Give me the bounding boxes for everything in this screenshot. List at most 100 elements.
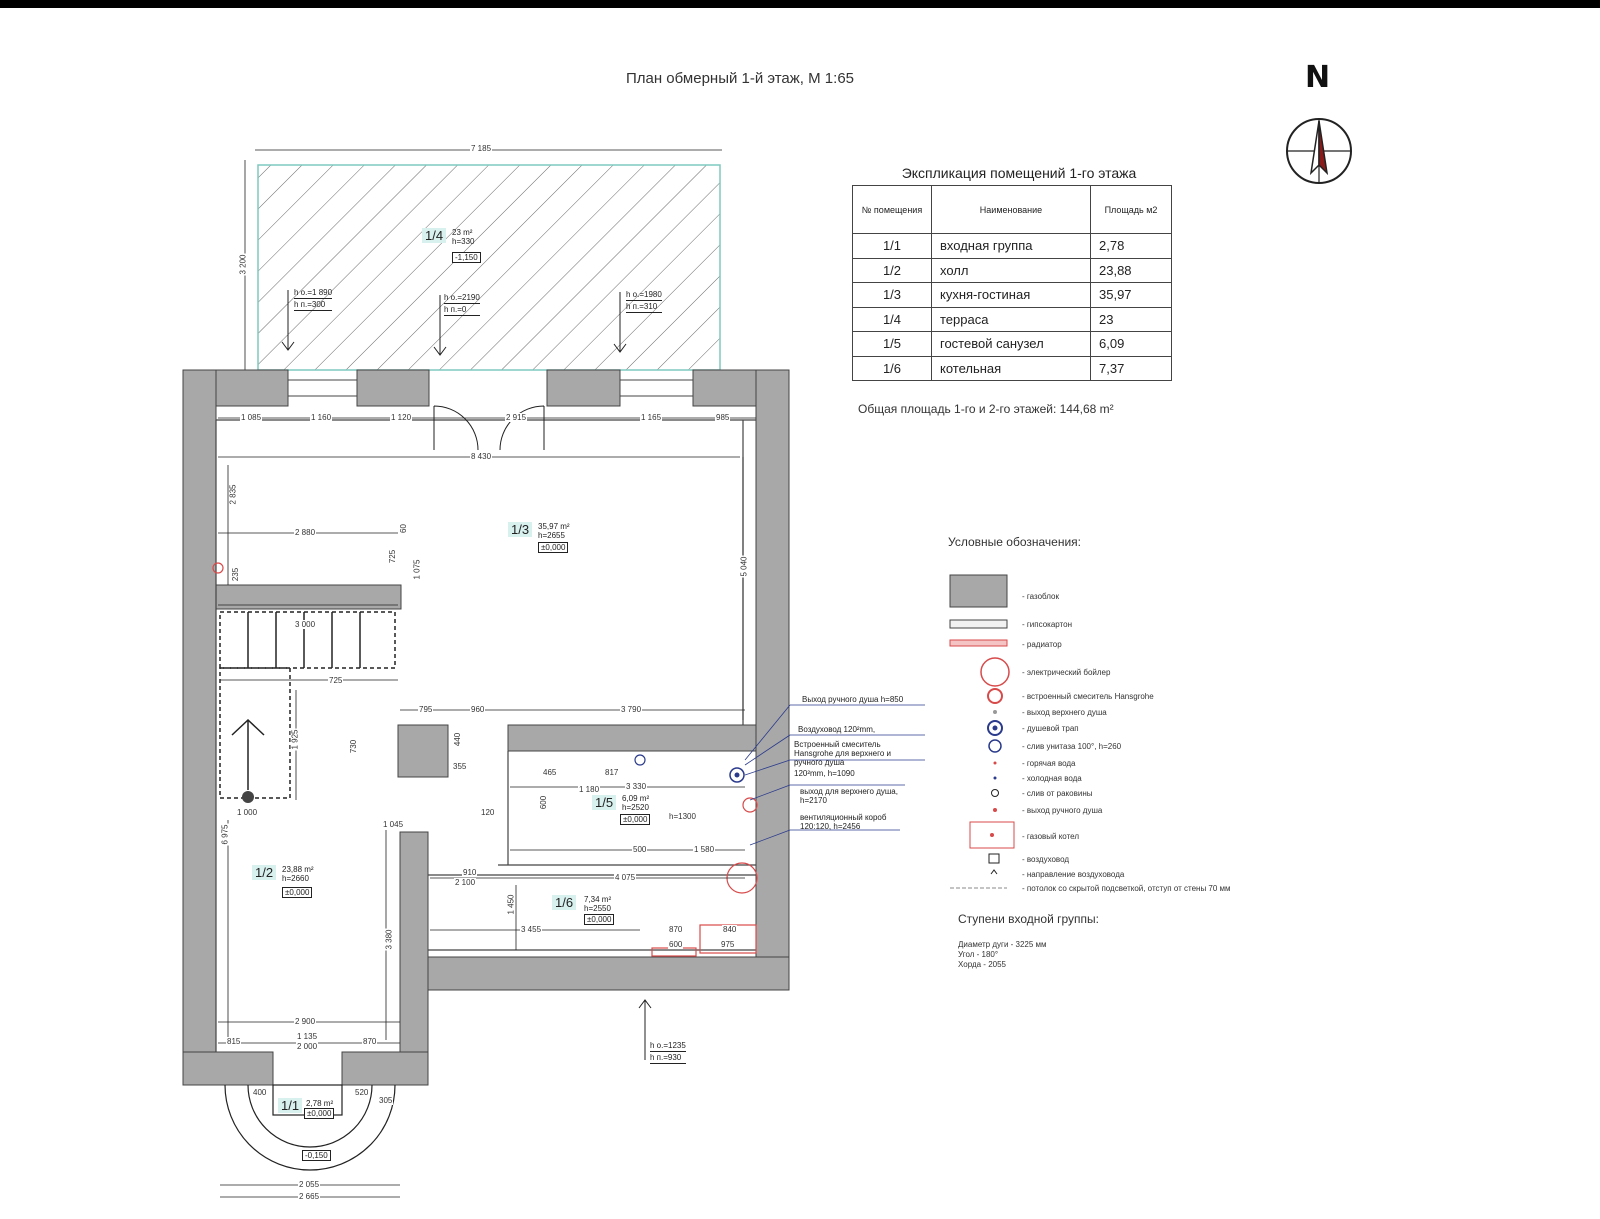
cell: 6,09	[1090, 331, 1172, 357]
cell: 1/2	[852, 257, 932, 283]
cell: 1/3	[852, 282, 932, 308]
cell: гостевой санузел	[931, 331, 1091, 357]
dim: 985	[715, 413, 731, 422]
table-row: 1/5 гостевой санузел 6,09	[852, 331, 1172, 357]
entry-level-mark: -0,150	[302, 1150, 331, 1161]
dim: 817	[604, 768, 620, 777]
callout-h1300: h=1300	[668, 812, 697, 821]
dim: 1 085	[240, 413, 263, 422]
header-cell: Площадь м2	[1090, 185, 1172, 234]
legend-item: - потолок со скрытой подсветкой, отступ …	[1022, 884, 1231, 893]
compass-icon	[1286, 118, 1352, 184]
entry-steps	[224, 1084, 396, 1171]
dim: 3 330	[625, 782, 648, 791]
cell: 1/1	[852, 233, 932, 259]
header-cell: Наименование	[931, 185, 1091, 234]
room-tag-1-4: 1/4	[422, 228, 447, 243]
cell: 1/6	[852, 355, 932, 381]
dim: 2 000	[296, 1042, 319, 1051]
dim: 1 450	[506, 893, 516, 916]
dim: 1 045	[382, 820, 405, 829]
level-mark: ±0,000	[584, 914, 615, 925]
room-tag-1-2: 1/2	[252, 865, 277, 880]
cell: 23,88	[1090, 257, 1172, 283]
dim: 1 160	[310, 413, 333, 422]
legend-item: - направление воздуховода	[1022, 870, 1125, 879]
legend-item: - радиатор	[1022, 640, 1062, 649]
drain-symbol	[987, 720, 1003, 736]
dim: 60	[398, 523, 408, 534]
dim: 520	[354, 1088, 370, 1097]
callout: вентиляционный короб 120:120, h=2456	[800, 813, 887, 831]
dim: 3 790	[620, 705, 643, 714]
hot-water-symbol	[993, 761, 997, 765]
dim: 400	[252, 1088, 268, 1097]
gasblock-symbol	[949, 574, 1008, 608]
room-tag-1-6: 1/6	[552, 895, 577, 910]
legend-item: - газовый котел	[1022, 832, 1079, 841]
table-row: 1/2 холл 23,88	[852, 257, 1172, 283]
legend-item: - выход ручного душа	[1022, 806, 1103, 815]
dim-terrace-width: 7 185	[470, 144, 493, 153]
dim: 725	[328, 676, 344, 685]
explication-table: № помещения Наименование Площадь м2 1/1 …	[852, 185, 1172, 381]
legend-item: - газоблок	[1022, 592, 1059, 601]
cold-water-symbol	[993, 776, 997, 780]
dim: 1 580	[693, 845, 716, 854]
level-mark: ±0,000	[304, 1108, 335, 1119]
room-tag-1-5: 1/5	[592, 795, 617, 810]
toilet-symbol	[988, 739, 1002, 753]
dim: 960	[470, 705, 486, 714]
dim: 815	[226, 1037, 242, 1046]
dim: 2 900	[294, 1017, 317, 1026]
duct-direction-symbol	[990, 869, 998, 875]
room-tag-1-1: 1/1	[278, 1098, 303, 1113]
dim: 120	[480, 808, 496, 817]
legend-item: - душевой трап	[1022, 724, 1079, 733]
legend-item: - горячая вода	[1022, 759, 1076, 768]
room-tag-1-3: 1/3	[508, 522, 533, 537]
dim: 465	[542, 768, 558, 777]
callout: Воздуховод 120²mm,	[798, 725, 876, 734]
callout: Встроенный смеситель Hansgrohe для верхн…	[794, 740, 891, 767]
table-row: 1/6 котельная 7,37	[852, 355, 1172, 381]
cell: кухня-гостиная	[931, 282, 1091, 308]
dim: 2 665	[298, 1192, 321, 1201]
explication-title: Экспликация помещений 1-го этажа	[901, 165, 1137, 181]
boiler-symbol	[980, 657, 1010, 687]
dim: 3 455	[520, 925, 543, 934]
dim: 3 380	[384, 928, 394, 951]
gas-boiler-symbol	[969, 821, 1015, 849]
steps-line: Диаметр дуги - 3225 мм	[958, 940, 1047, 949]
legend-item: - слив от раковины	[1022, 789, 1093, 798]
cell: 1/4	[852, 306, 932, 332]
dim: 600	[668, 940, 684, 949]
dim: 2 880	[294, 528, 317, 537]
dim: 500	[632, 845, 648, 854]
table-row: 1/4 терраса 23	[852, 306, 1172, 332]
dim: 1 165	[640, 413, 663, 422]
cell: 7,37	[1090, 355, 1172, 381]
drawing-title: План обмерный 1-й этаж, М 1:65	[625, 70, 855, 87]
steps-line: Угол - 180°	[958, 950, 999, 959]
level-mark: -1,150	[452, 252, 481, 263]
legend-symbols	[949, 574, 1015, 889]
table-row: 1/3 кухня-гостиная 35,97	[852, 282, 1172, 308]
callout: выход для верхнего душа, h=2170	[800, 787, 898, 805]
north-label: N	[1305, 60, 1331, 95]
table-row: 1/1 входная группа 2,78	[852, 233, 1172, 259]
cell: котельная	[931, 355, 1091, 381]
dim: 1 000	[236, 808, 259, 817]
legend-item: - гипсокартон	[1022, 620, 1072, 629]
dim: 1 135	[296, 1032, 319, 1041]
dim: 3 000	[294, 620, 317, 629]
cell: 23	[1090, 306, 1172, 332]
level-mark: ±0,000	[538, 542, 569, 553]
level-mark: ±0,000	[620, 814, 651, 825]
